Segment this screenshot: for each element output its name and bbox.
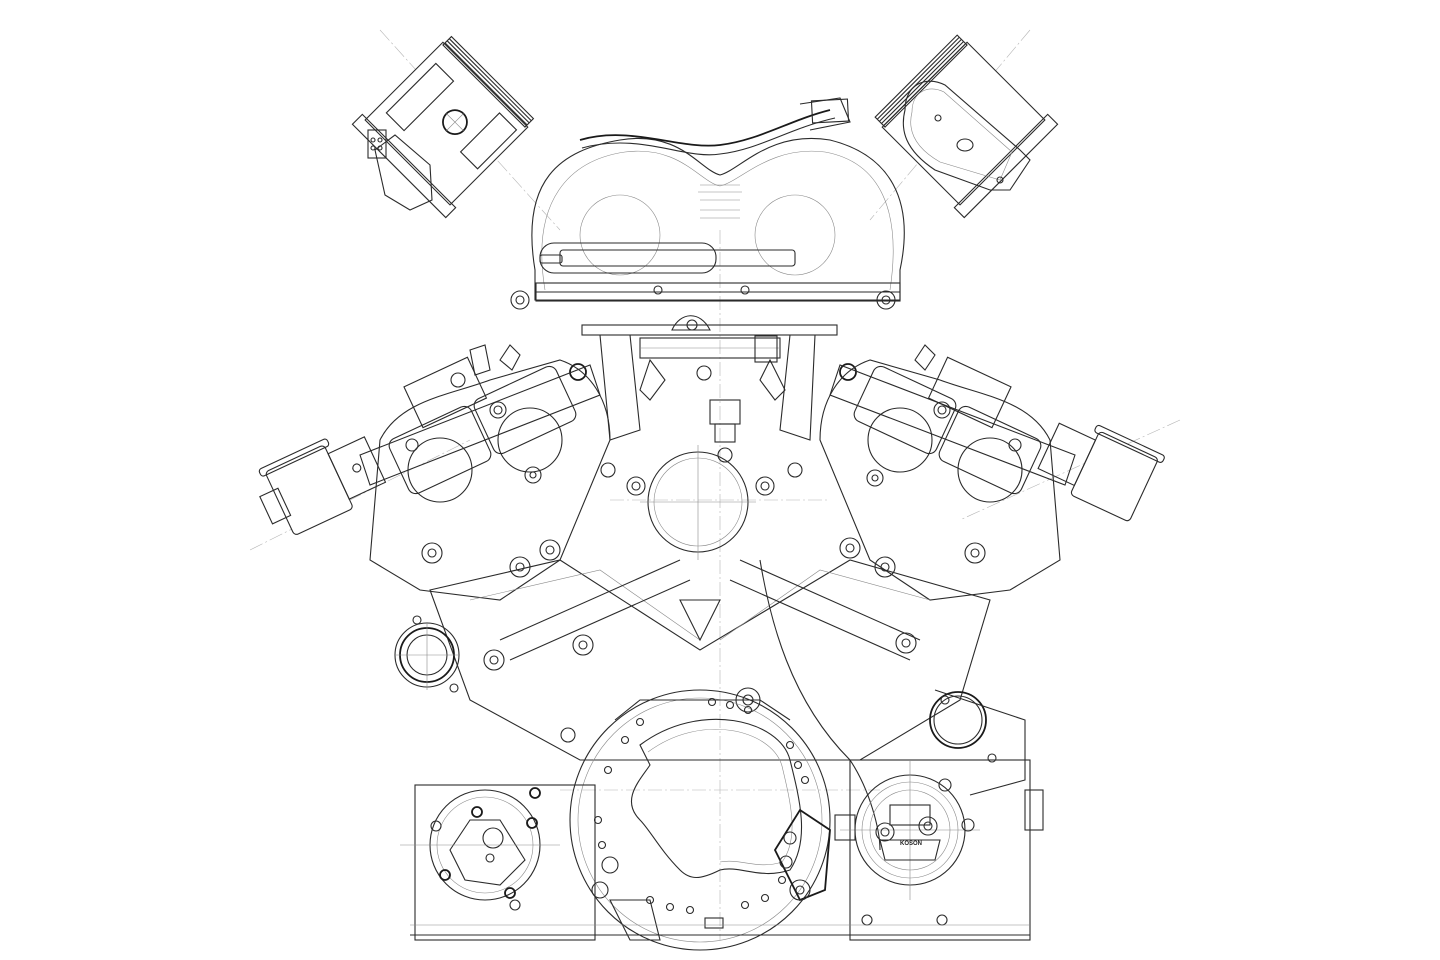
- right-coolant-outlet: [1037, 422, 1165, 522]
- valley-manifold: [569, 315, 857, 463]
- left-cylinder-bank: [359, 344, 611, 601]
- right-throttle-body: [874, 34, 1059, 219]
- left-filler-cap: [394, 615, 460, 693]
- sump-outline: [410, 924, 1030, 936]
- right-alternator: KOSON: [834, 759, 1044, 941]
- right-inlet-flange: [929, 689, 1026, 796]
- bellhousing: [569, 689, 831, 951]
- left-throttle-sensor: [367, 129, 433, 211]
- left-coolant-outlet: [258, 436, 387, 535]
- flange-bolts: [593, 697, 810, 915]
- part-label: KOSON: [900, 841, 922, 847]
- construction-lines: [249, 29, 1181, 940]
- centre-boss: [600, 445, 803, 560]
- left-throttle-body: [351, 35, 535, 219]
- intake-plenum: [510, 97, 905, 310]
- engine-block: [429, 559, 991, 851]
- right-throttle-cover: [902, 80, 1031, 191]
- right-cylinder-bank: [819, 344, 1076, 601]
- left-water-pump: [400, 784, 596, 941]
